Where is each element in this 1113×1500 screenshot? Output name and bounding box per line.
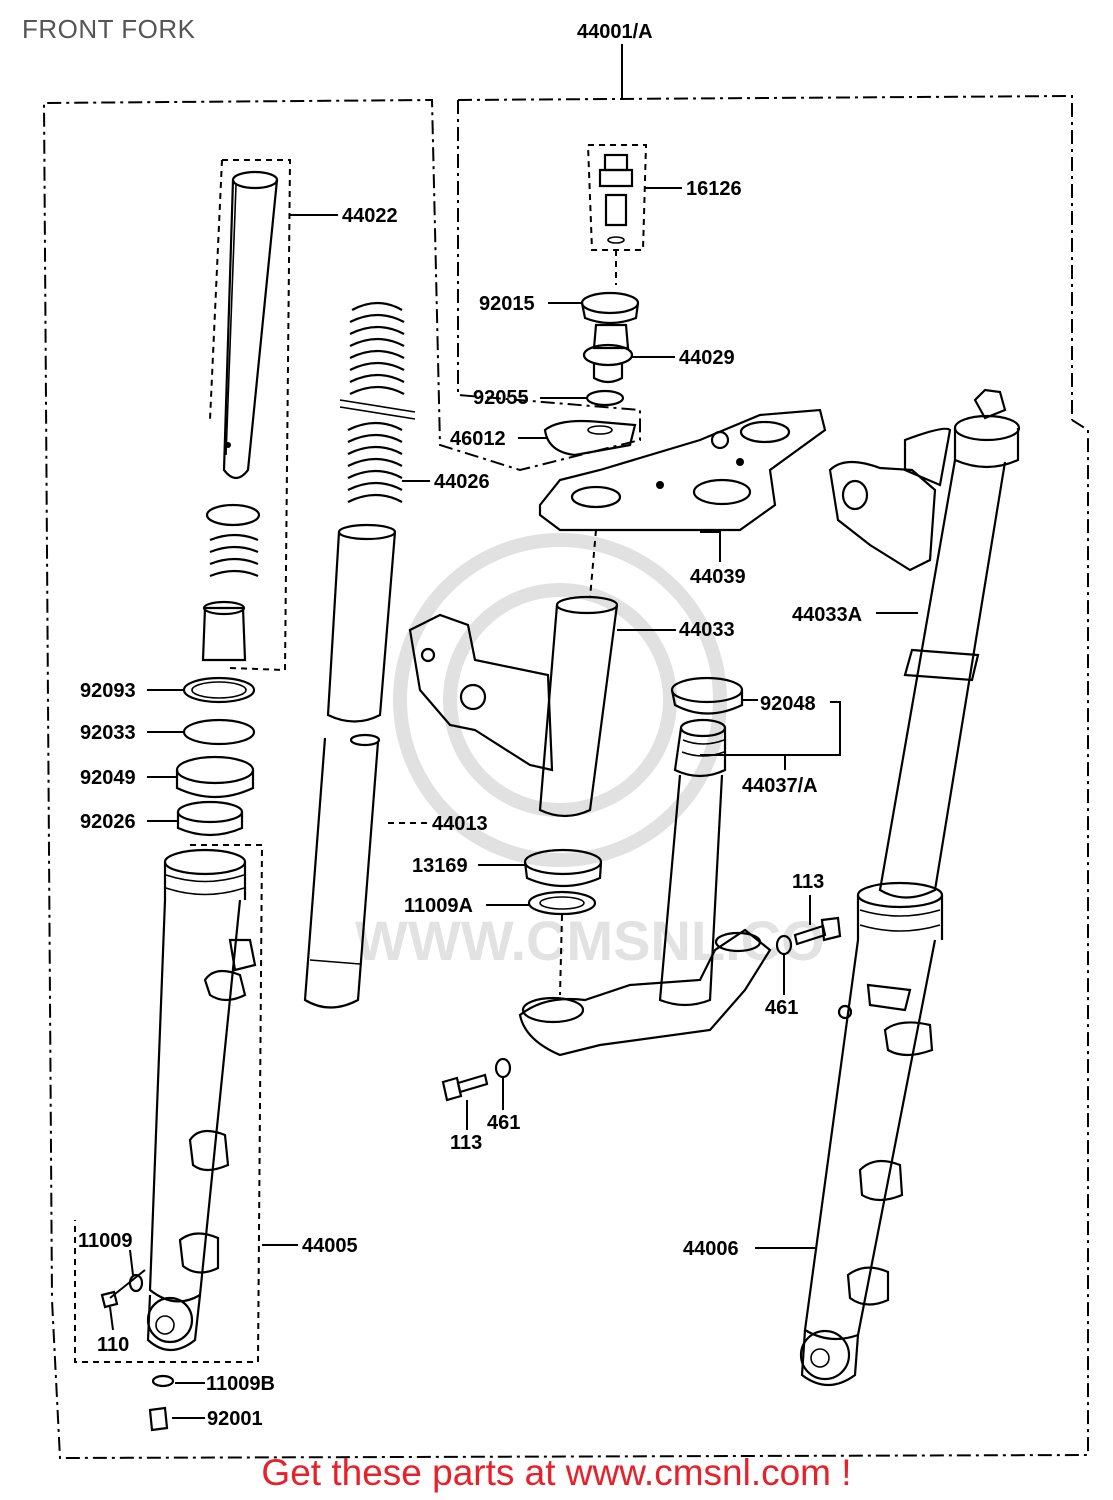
label-92015: 92015 (479, 293, 535, 315)
label-44013: 44013 (432, 813, 488, 835)
label-92055: 92055 (473, 387, 529, 409)
label-11009: 11009 (78, 1230, 133, 1252)
label-110: 110 (97, 1334, 129, 1356)
label-13169: 13169 (412, 855, 468, 877)
label-92026: 92026 (80, 811, 136, 833)
headlight-stay-44033 (408, 595, 619, 818)
stem-bearing-washers (523, 848, 603, 996)
bottom-bracket (518, 928, 772, 1057)
label-44022: 44022 (342, 205, 398, 227)
label-44039: 44039 (690, 566, 746, 588)
page-title: FRONT FORK (22, 14, 196, 44)
watermark-text: WWW.CMSNL.CO (355, 909, 825, 972)
label-44001A: 44001/A (577, 21, 653, 43)
cap-adjuster-16126 (587, 144, 648, 285)
label-44006: 44006 (683, 1238, 739, 1260)
damper-rod-44022 (201, 170, 279, 662)
label-92049: 92049 (80, 767, 136, 789)
footer-link-text[interactable]: Get these parts at www.cmsnl.com ! (261, 1452, 852, 1493)
top-bracket-44039 (538, 408, 827, 599)
label-11009A: 11009A (404, 895, 473, 917)
label-46012: 46012 (450, 428, 506, 450)
label-92001: 92001 (207, 1408, 263, 1430)
label-44005: 44005 (302, 1235, 358, 1257)
steering-stem-44037 (658, 676, 744, 1007)
label-113-left: 113 (450, 1132, 482, 1154)
label-461-right: 461 (765, 997, 798, 1019)
pinch-bolts (441, 916, 842, 1102)
leader-lines (109, 187, 918, 1419)
part-labels: 44001/A 16126 44022 92015 44029 92055 46… (78, 21, 862, 1430)
top-bolt-stack (543, 291, 640, 457)
label-11009B: 11009B (206, 1373, 275, 1395)
label-44033: 44033 (679, 619, 735, 641)
left-seal-stack (175, 676, 256, 837)
label-44026: 44026 (434, 471, 490, 493)
right-outer-tube-44006 (799, 881, 944, 1387)
label-92033: 92033 (80, 722, 136, 744)
label-44037A: 44037/A (742, 775, 818, 797)
label-113-right: 113 (792, 871, 824, 893)
label-16126: 16126 (686, 178, 742, 200)
label-44029: 44029 (679, 347, 735, 369)
kit-boundary-44001 (42, 44, 1089, 1460)
inner-tube-44013 (303, 523, 397, 1009)
right-inner-tube-44033A (828, 388, 1021, 899)
fork-spring-44026 (339, 301, 416, 503)
label-92048: 92048 (760, 693, 816, 715)
label-461-left: 461 (487, 1112, 520, 1134)
watermark-logo: WWW.CMSNL.CO (355, 533, 825, 972)
left-fork-kit-box (74, 159, 292, 1363)
label-92093: 92093 (80, 680, 136, 702)
drain-screw-group (100, 1273, 175, 1432)
label-44033A: 44033A (792, 604, 862, 626)
left-outer-tube-44005 (109, 848, 257, 1352)
